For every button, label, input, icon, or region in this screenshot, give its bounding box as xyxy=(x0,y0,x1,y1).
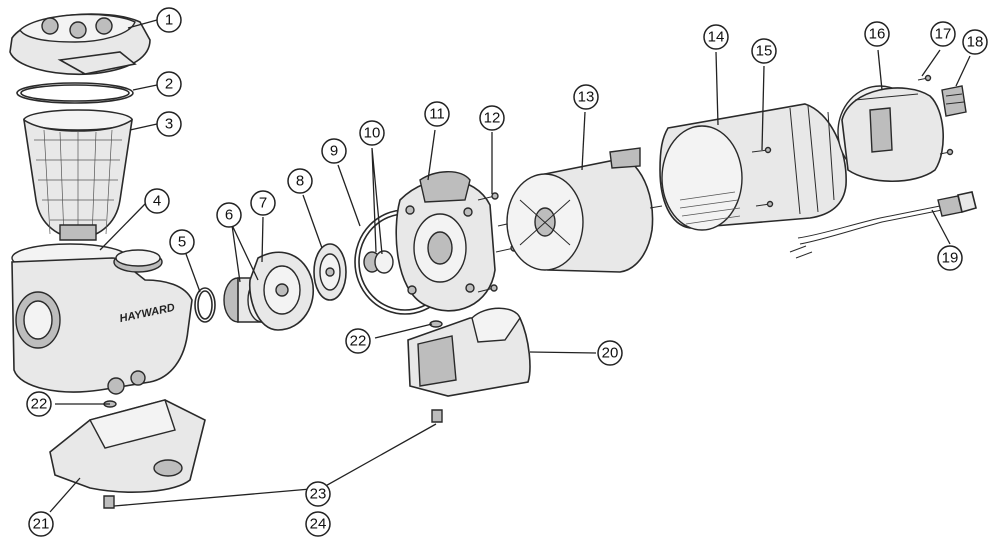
callout-18: 18 xyxy=(962,29,988,55)
callout-23-label: 23 xyxy=(310,486,327,503)
callout-13-label: 13 xyxy=(578,89,595,106)
callout-23: 23 xyxy=(305,481,331,507)
callout-8: 8 xyxy=(287,168,313,194)
callout-9: 9 xyxy=(321,138,347,164)
callout-1: 1 xyxy=(156,7,182,33)
callout-12-label: 12 xyxy=(484,110,501,127)
callout-14: 14 xyxy=(703,24,729,50)
part-end-cap-screws xyxy=(917,74,954,156)
callout-15: 15 xyxy=(751,38,777,64)
callout-4: 4 xyxy=(144,188,170,214)
callout-18-label: 18 xyxy=(967,34,984,51)
callout-5-label: 5 xyxy=(178,234,186,251)
part-pump-housing: HAYWARD xyxy=(11,243,193,395)
callout-2: 2 xyxy=(156,71,182,97)
callout-22b-label: 22 xyxy=(350,333,367,350)
part-motor xyxy=(506,147,663,273)
callout-6: 6 xyxy=(216,202,242,228)
part-base-bolts xyxy=(103,409,443,509)
callout-8-label: 8 xyxy=(296,173,304,190)
callout-22a-label: 22 xyxy=(31,396,48,413)
callout-3-label: 3 xyxy=(165,116,173,133)
callout-24-label: 24 xyxy=(310,516,327,533)
callout-10: 10 xyxy=(359,120,385,146)
part-base xyxy=(49,399,206,493)
callout-12: 12 xyxy=(479,105,505,131)
callout-1-label: 1 xyxy=(165,12,173,29)
part-motor-adapter xyxy=(395,171,496,312)
callout-17-label: 17 xyxy=(935,26,952,43)
callout-7: 7 xyxy=(250,190,276,216)
callout-5: 5 xyxy=(169,229,195,255)
callout-21: 21 xyxy=(28,511,54,537)
part-power-cord xyxy=(789,191,977,259)
part-small-o-ring xyxy=(194,287,216,323)
part-shaft-seal xyxy=(363,250,394,274)
callout-2-label: 2 xyxy=(165,76,173,93)
callout-11-label: 11 xyxy=(429,106,445,123)
callout-24: 24 xyxy=(305,511,331,537)
part-strainer-basket xyxy=(22,109,134,241)
callout-11: 11 xyxy=(424,101,450,127)
callout-20-label: 20 xyxy=(602,345,619,362)
part-impeller xyxy=(313,243,347,301)
callout-21-label: 21 xyxy=(33,516,50,533)
part-lid xyxy=(9,13,151,76)
callout-15-label: 15 xyxy=(756,43,773,60)
callout-4-label: 4 xyxy=(153,193,161,210)
callout-9-label: 9 xyxy=(330,143,338,160)
part-lid-o-ring xyxy=(16,82,134,104)
callout-6-label: 6 xyxy=(225,207,233,224)
callout-14-label: 14 xyxy=(708,29,725,46)
callout-20: 20 xyxy=(597,340,623,366)
callout-22b: 22 xyxy=(345,328,371,354)
callout-19-label: 19 xyxy=(942,250,959,267)
part-end-cap xyxy=(837,85,944,183)
callout-19: 19 xyxy=(937,245,963,271)
part-motor-support xyxy=(407,307,531,397)
part-switch xyxy=(941,85,967,117)
part-cover-screws xyxy=(751,146,774,208)
callout-3: 3 xyxy=(156,111,182,137)
part-seal-plate xyxy=(248,251,315,331)
callout-13: 13 xyxy=(573,84,599,110)
part-motor-cover xyxy=(659,103,847,231)
callout-10-label: 10 xyxy=(364,125,381,142)
callout-17: 17 xyxy=(930,21,956,47)
callout-7-label: 7 xyxy=(259,195,267,212)
callout-16-label: 16 xyxy=(869,26,886,43)
callout-16: 16 xyxy=(864,21,890,47)
callout-22a: 22 xyxy=(26,391,52,417)
